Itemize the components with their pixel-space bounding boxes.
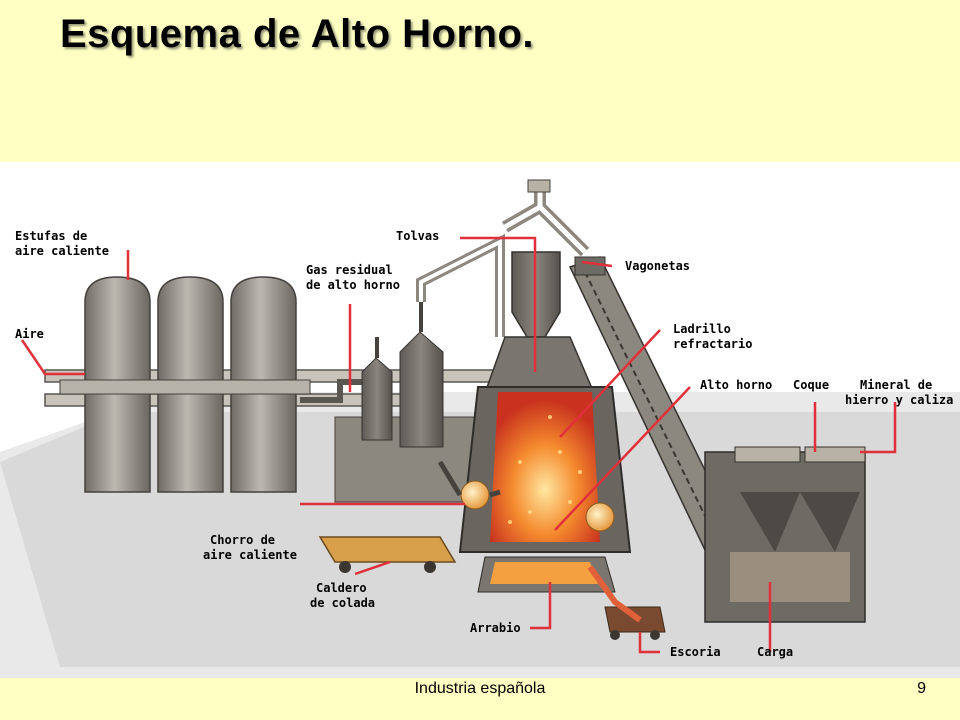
label-alto-horno: Alto horno — [700, 378, 772, 392]
leader-lines — [20, 236, 897, 654]
label-mineral-1: Mineral de — [860, 378, 932, 392]
label-mineral-2: hierro y caliza — [845, 393, 953, 407]
label-estufas-2: aire caliente — [15, 244, 109, 258]
label-gas-1: Gas residual — [306, 263, 393, 277]
footer-text: Industria española — [414, 680, 546, 697]
label-carga: Carga — [757, 645, 793, 659]
diagram-labels: Estufas de aire caliente Aire Gas residu… — [15, 229, 953, 659]
label-escoria: Escoria — [670, 645, 721, 659]
label-caldero-2: de colada — [310, 596, 375, 610]
label-ladrillo-2: refractario — [673, 337, 752, 351]
material-bins — [704, 446, 866, 623]
label-ladrillo-1: Ladrillo — [673, 322, 731, 336]
label-chorro-1: Chorro de — [210, 533, 275, 547]
label-estufas-1: Estufas de — [15, 229, 87, 243]
label-arrabio: Arrabio — [470, 621, 521, 635]
label-aire: Aire — [15, 327, 44, 341]
label-tolvas: Tolvas — [396, 229, 439, 243]
label-gas-2: de alto horno — [306, 278, 400, 292]
label-chorro-2: aire caliente — [203, 548, 297, 562]
label-vagonetas: Vagonetas — [625, 259, 690, 273]
furnace-top-pipes — [416, 179, 590, 337]
label-coque: Coque — [793, 378, 829, 392]
hot-air-tuyeres — [437, 460, 615, 532]
hot-air-stoves — [59, 276, 311, 493]
slide-title: Esquema de Alto Horno. — [60, 12, 535, 56]
molten-iron-channels — [477, 556, 642, 623]
page-number: 9 — [917, 680, 926, 697]
label-caldero-1: Caldero — [316, 581, 367, 595]
blast-furnace-diagram: Estufas de aire caliente Aire Gas residu… — [0, 162, 960, 678]
